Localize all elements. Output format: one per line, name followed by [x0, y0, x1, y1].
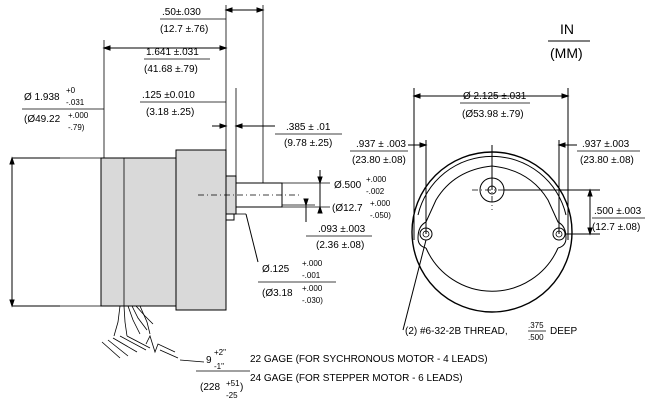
dimension-lines: [9, 7, 323, 308]
extension-lines: [60, 5, 330, 307]
dim-bolt-circle-mm: (Ø53.98 ±.79): [462, 109, 524, 120]
dim-body-length-mm: (41.68 ±.79): [144, 64, 198, 75]
dim-lead-prefix: 9: [206, 355, 212, 366]
leads: [101, 305, 179, 359]
dim-od-tol-plus: +0: [66, 86, 76, 95]
dim-lead-mm-minus: -25: [226, 391, 238, 400]
dim-lead-mm-close: ): [240, 382, 243, 393]
dim-small-shaft-prefix: Ø.125: [262, 264, 290, 275]
gear-housing: [175, 149, 227, 311]
dim-flat-mm: (2.36 ±.08): [316, 240, 364, 251]
dim-od-prefix: Ø 1.938: [24, 92, 60, 103]
note-thread-den: .500: [528, 333, 544, 342]
small-shaft: [225, 213, 235, 221]
dim-right-offset-in: .937 ±.003: [582, 139, 630, 150]
note-thread-num: .375: [528, 321, 544, 330]
dim-flat-in: .093 ±.003: [318, 224, 366, 235]
dim-shaft-protrusion-mm: (12.7 ±.76): [160, 24, 208, 35]
labels: IN (MM) .50±.030 (12.7 ±.76) 1.641 ±.031…: [22, 7, 645, 400]
dim-small-shaft-mm-minus: -.030): [302, 296, 323, 305]
dim-hub-in: .385 ± .01: [286, 122, 331, 133]
dim-left-offset-in: .937 ± .003: [356, 139, 406, 150]
dim-od-mm-plus: +.000: [68, 111, 89, 120]
motor-can: [100, 157, 177, 307]
dim-hub-mm: (9.78 ±.25): [284, 138, 332, 149]
dim-small-shaft-plus: +.000: [302, 259, 323, 268]
note-lead-line2: 24 GAGE (FOR STEPPER MOTOR - 6 LEADS): [250, 373, 463, 384]
dim-vertical-offset-mm: (12.7 ±.08): [592, 222, 640, 233]
dim-od-mm-minus: -.79): [68, 123, 85, 132]
front-dimension-lines: [402, 88, 600, 331]
dim-flange-mm: (3.18 ±.25): [146, 107, 194, 118]
dim-vertical-offset-in: .500 ±.003: [594, 206, 642, 217]
side-view: [100, 149, 300, 359]
dim-small-shaft-mm-prefix: (Ø3.18: [262, 288, 293, 299]
dim-shaft-mm-prefix: (Ø12.7: [332, 203, 363, 214]
note-thread-suffix: DEEP: [550, 326, 578, 337]
dim-body-length-in: 1.641 ±.031: [146, 47, 199, 58]
dim-lead-minus: -1": [214, 362, 224, 371]
dim-lead-mm-plus: +51: [226, 379, 240, 388]
dim-flange-in: .125 ±0.010: [142, 90, 195, 101]
dim-shaft-mm-minus: -.050): [370, 211, 391, 220]
units-bottom: (MM): [550, 45, 583, 61]
dim-small-shaft-mm-plus: +.000: [302, 284, 323, 293]
dim-shaft-tol-minus: -.002: [366, 187, 385, 196]
dim-right-offset-mm: (23.80 ±.08): [580, 155, 634, 166]
dim-od-mm-prefix: (Ø49.22: [24, 114, 61, 125]
units-top: IN: [560, 21, 574, 37]
dim-left-offset-mm: (23.80 ±.08): [352, 155, 406, 166]
dim-lead-mm-prefix: (228: [200, 382, 220, 393]
note-thread-prefix: (2) #6-32-2B THREAD,: [405, 326, 508, 337]
dim-lead-plus: +2": [214, 348, 226, 357]
dim-shaft-protrusion-in: .50±.030: [162, 7, 201, 18]
dim-od-tol-minus: -.031: [66, 98, 85, 107]
dim-small-shaft-minus: -.001: [302, 271, 321, 280]
dim-shaft-tol-plus: +.000: [366, 175, 387, 184]
note-lead-line1: 22 GAGE (FOR SYCHRONOUS MOTOR - 4 LEADS): [250, 354, 488, 365]
dim-shaft-mm-plus: +.000: [370, 199, 391, 208]
dim-bolt-circle-in: Ø 2.125 ±.031: [463, 91, 527, 102]
dim-shaft-prefix: Ø.500: [334, 180, 362, 191]
